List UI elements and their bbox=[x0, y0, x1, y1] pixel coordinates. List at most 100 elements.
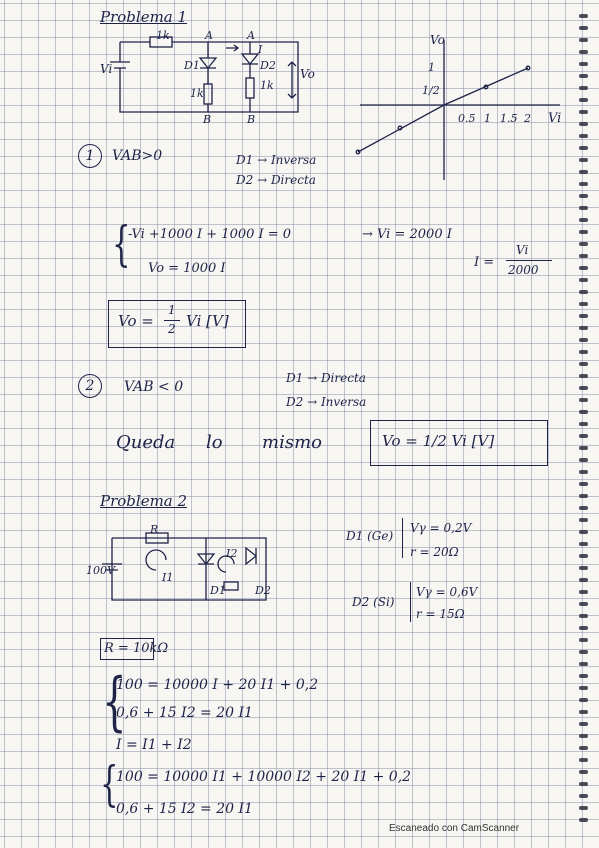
case2-text-lo: lo bbox=[206, 432, 223, 453]
binder-hole bbox=[579, 482, 588, 486]
r-value: R = 10kΩ bbox=[104, 641, 169, 656]
binder-hole bbox=[579, 554, 588, 558]
system2-brace: { bbox=[100, 756, 119, 812]
binder-hole bbox=[579, 710, 588, 714]
case2-text-mismo: mismo bbox=[262, 432, 322, 453]
binder-hole bbox=[579, 506, 588, 510]
eq1-brace: { bbox=[112, 216, 131, 272]
binder-hole bbox=[579, 614, 588, 618]
binder-hole bbox=[579, 50, 588, 54]
binder-hole bbox=[579, 254, 588, 258]
binder-hole bbox=[579, 74, 588, 78]
binder-hole bbox=[579, 662, 588, 666]
system1-brace: { bbox=[102, 665, 127, 739]
binder-hole bbox=[579, 242, 588, 246]
binder-hole bbox=[579, 266, 588, 270]
binder-hole bbox=[579, 194, 588, 198]
binder-hole bbox=[579, 350, 588, 354]
binder-hole bbox=[579, 326, 588, 330]
binder-hole bbox=[579, 578, 588, 582]
binder-hole bbox=[579, 386, 588, 390]
eq1-fraction-bar bbox=[506, 260, 552, 261]
binder-hole bbox=[579, 146, 588, 150]
binder-hole bbox=[579, 14, 588, 18]
binder-hole bbox=[579, 170, 588, 174]
binder-hole bbox=[579, 698, 588, 702]
d2-params-r: r = 15Ω bbox=[416, 607, 465, 621]
binder-hole bbox=[579, 122, 588, 126]
binder-hole bbox=[579, 626, 588, 630]
transfer-graph bbox=[355, 40, 560, 180]
binder-hole bbox=[579, 134, 588, 138]
binder-hole bbox=[579, 98, 588, 102]
binder-hole bbox=[579, 686, 588, 690]
binder-hole bbox=[579, 530, 588, 534]
result2-text: Vo = 1/2 Vi [V] bbox=[382, 432, 495, 450]
p1-r1-label: 1k bbox=[190, 87, 204, 100]
result1-num: 1 bbox=[168, 303, 176, 317]
binder-hole bbox=[579, 398, 588, 402]
p1-node-a2-label: A bbox=[247, 29, 255, 42]
d2-params-label: D2 (Si) bbox=[352, 595, 395, 609]
binder-hole bbox=[579, 650, 588, 654]
p1-vin-label: Vi bbox=[100, 62, 113, 76]
p2-source-label: 100V bbox=[86, 564, 115, 577]
graph-y-tick-1: 1 bbox=[428, 61, 435, 74]
eq1-current-num: Vi bbox=[516, 243, 529, 257]
binder-hole bbox=[579, 542, 588, 546]
graph-x-tick-1: 1 bbox=[484, 112, 491, 125]
p2-i2-label: I2 bbox=[226, 547, 238, 560]
result1-lhs: Vo = bbox=[118, 312, 154, 330]
case1-condition: VAB>0 bbox=[112, 148, 163, 164]
result1-rhs: Vi [V] bbox=[186, 312, 229, 330]
case2-condition: VAB < 0 bbox=[124, 379, 184, 395]
p2-d2-label: D2 bbox=[255, 584, 271, 597]
d1-params-v: Vγ = 0,2V bbox=[410, 521, 472, 535]
binder-hole bbox=[579, 782, 588, 786]
d2-params-v: Vγ = 0,6V bbox=[416, 585, 478, 599]
binder-hole bbox=[579, 722, 588, 726]
d1-params-r: r = 20Ω bbox=[410, 545, 459, 559]
binder-hole bbox=[579, 794, 588, 798]
case2-number: 2 bbox=[78, 374, 102, 398]
binder-hole bbox=[579, 434, 588, 438]
d1-params-divider bbox=[402, 518, 403, 558]
binder-hole bbox=[579, 290, 588, 294]
binder-hole bbox=[579, 770, 588, 774]
binder-hole bbox=[579, 206, 588, 210]
binder-hole bbox=[579, 422, 588, 426]
system1-line1: 100 = 10000 I + 20 I1 + 0,2 bbox=[116, 677, 319, 693]
binder-hole bbox=[579, 302, 588, 306]
graph-y-axis-label: Vo bbox=[430, 33, 445, 47]
result1-box bbox=[108, 300, 246, 348]
binder-hole bbox=[579, 182, 588, 186]
binder-hole bbox=[579, 602, 588, 606]
graph-x-tick-15: 1.5 bbox=[500, 112, 518, 125]
binder-hole bbox=[579, 758, 588, 762]
binder-hole bbox=[579, 218, 588, 222]
case2-d1-state: D1 → Directa bbox=[286, 371, 366, 385]
result1-fraction-bar bbox=[164, 320, 180, 321]
eq1-current-den: 2000 bbox=[508, 263, 539, 277]
case2-d2-state: D2 → Inversa bbox=[286, 395, 367, 409]
binder-hole bbox=[579, 374, 588, 378]
p1-node-a1-label: A bbox=[205, 29, 213, 42]
graph-x-axis-label: Vi bbox=[548, 111, 562, 126]
p2-i1-label: I1 bbox=[162, 571, 174, 584]
problem2-title: Problema 2 bbox=[100, 492, 188, 510]
binder-hole bbox=[579, 806, 588, 810]
result1-den: 2 bbox=[168, 322, 176, 336]
eq1-line2: Vo = 1000 I bbox=[148, 261, 226, 276]
p2-r-label: R bbox=[150, 523, 159, 536]
binder-hole bbox=[579, 818, 588, 822]
d2-params-divider bbox=[410, 582, 411, 622]
p1-node-b2-label: B bbox=[247, 113, 256, 126]
binder-hole bbox=[579, 494, 588, 498]
binder-holes bbox=[571, 0, 599, 848]
case2-text-queda: Queda bbox=[116, 432, 176, 453]
binder-hole bbox=[579, 674, 588, 678]
eq1-line1: -Vi +1000 I + 1000 I = 0 bbox=[128, 227, 292, 242]
binder-hole bbox=[579, 62, 588, 66]
binder-hole bbox=[579, 734, 588, 738]
